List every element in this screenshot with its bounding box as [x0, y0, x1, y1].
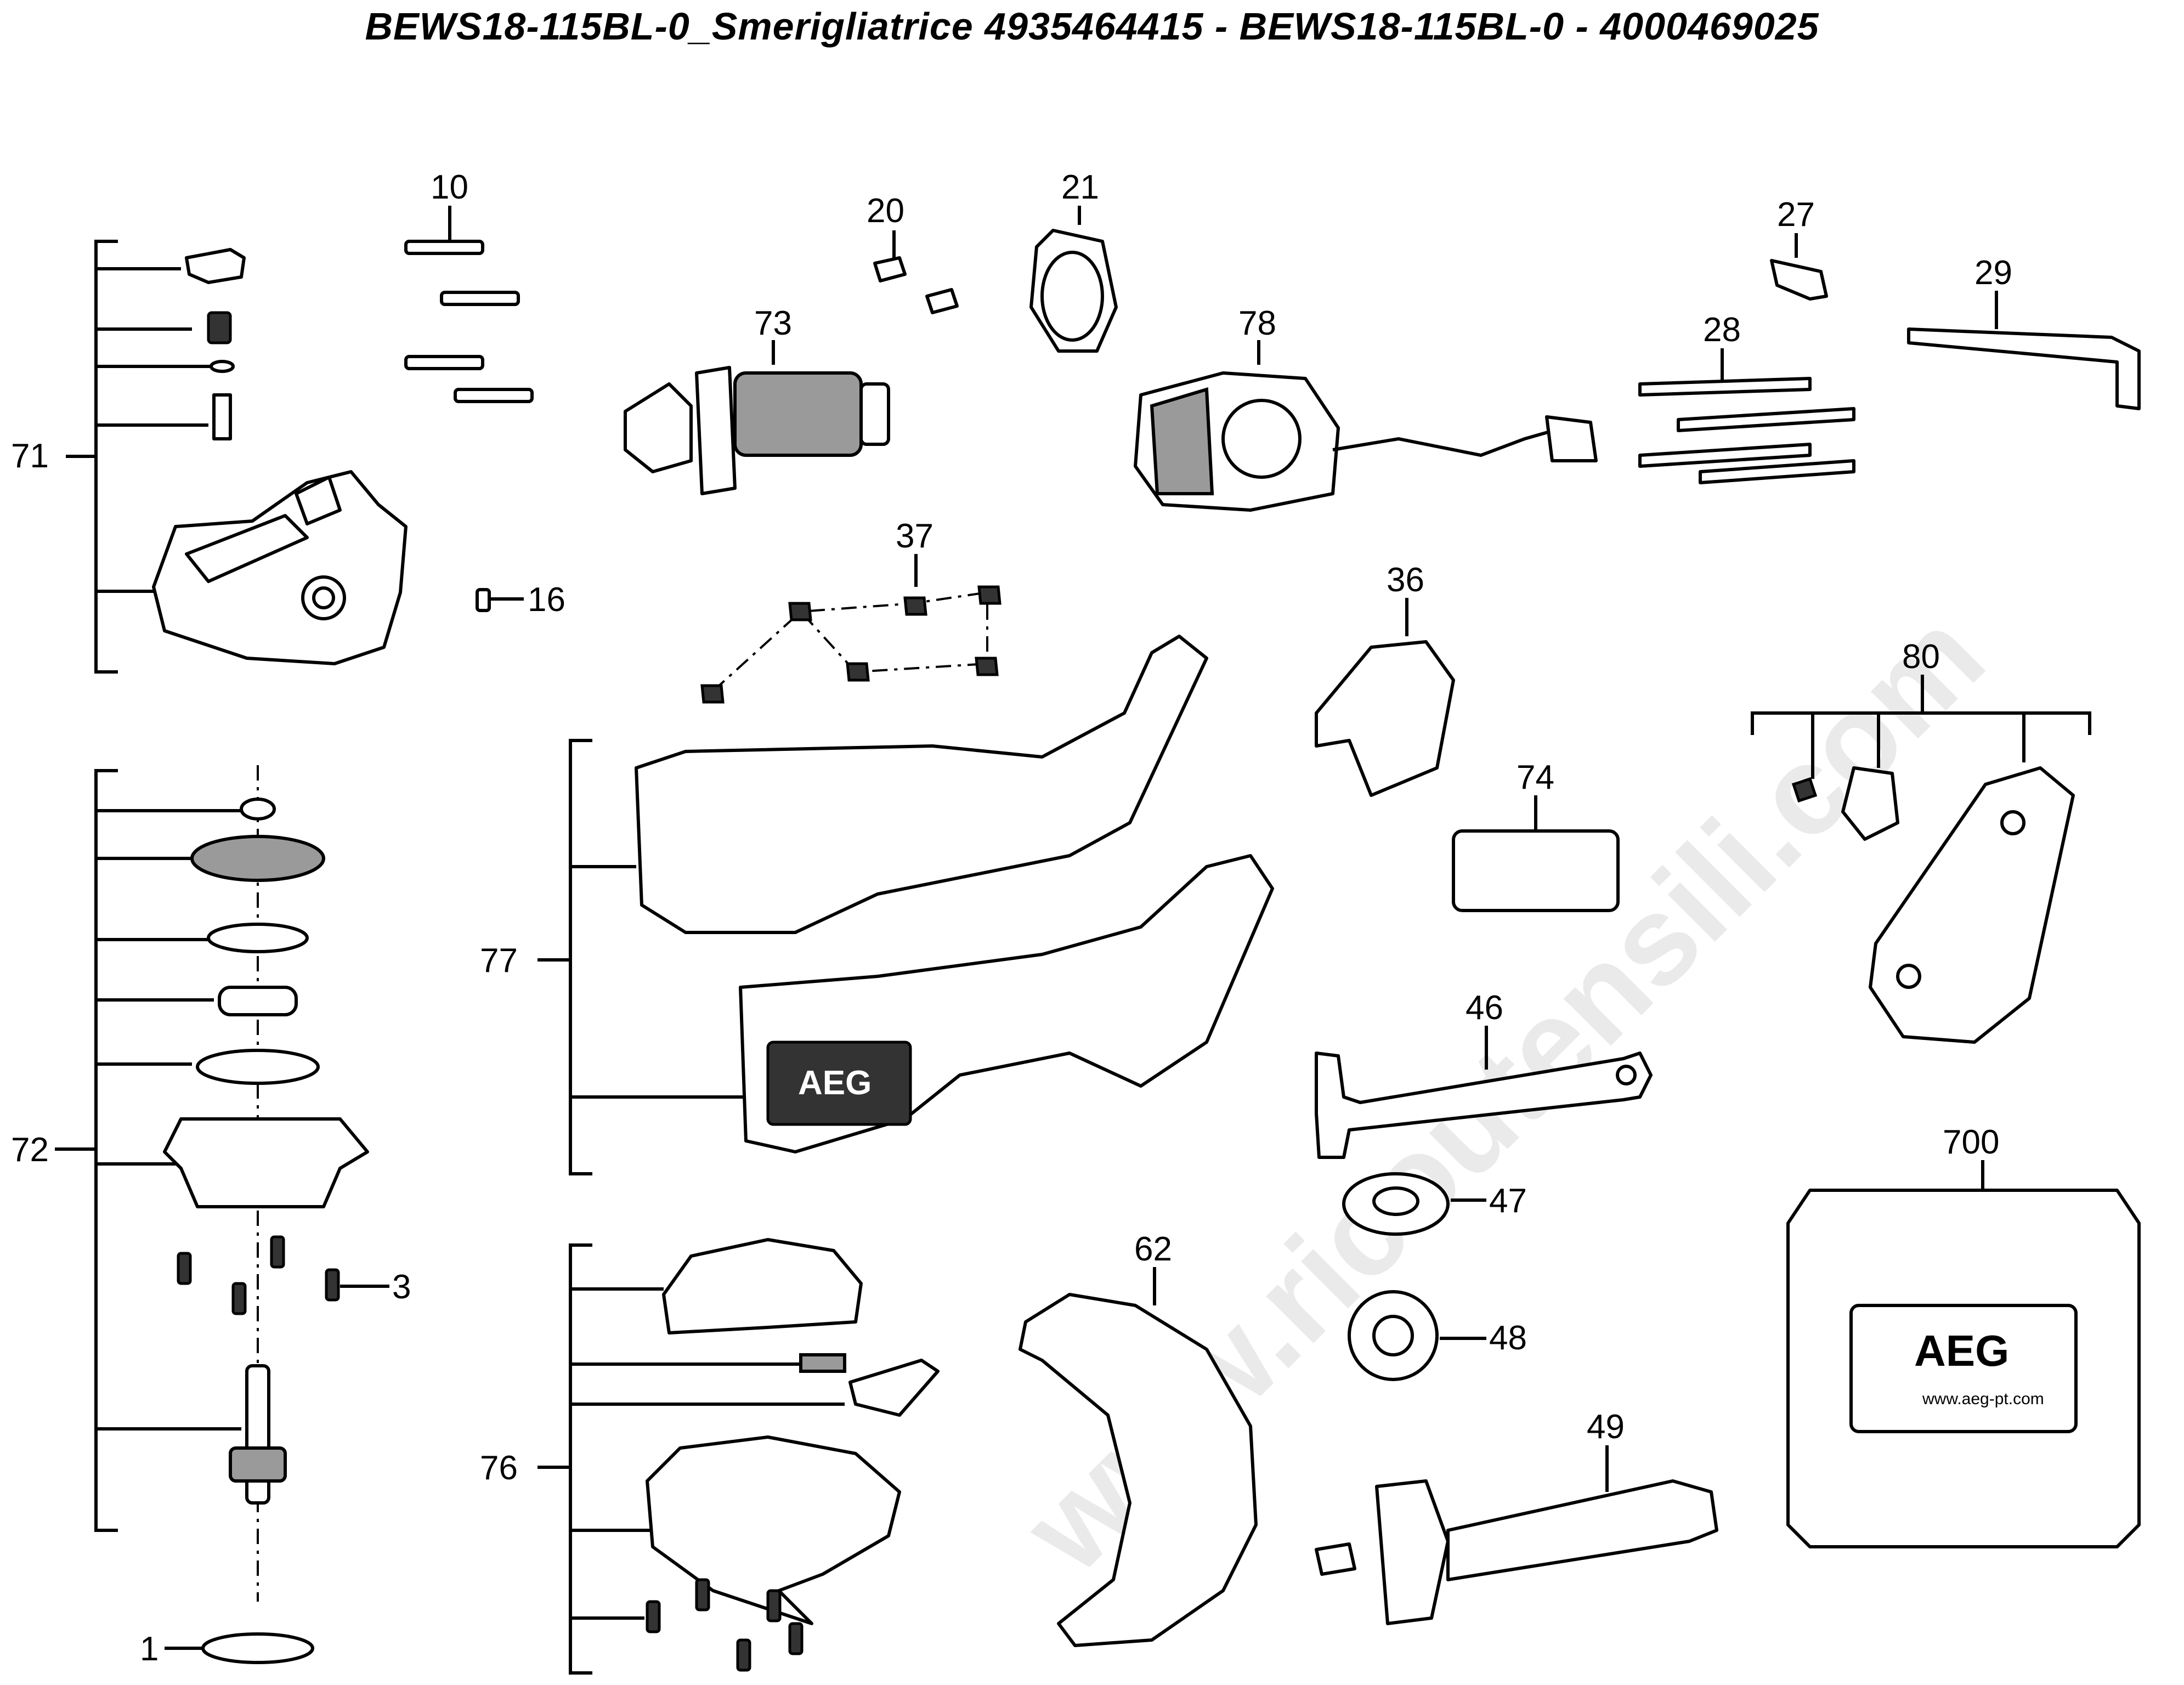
callout-80: 80	[1902, 638, 1940, 676]
part-37-screws	[700, 554, 1002, 704]
part-49-side-handle	[1315, 1445, 1718, 1625]
callout-71: 71	[11, 437, 49, 475]
callout-10: 10	[431, 168, 468, 206]
callout-48: 48	[1489, 1319, 1527, 1357]
part-46-spanner	[1315, 1026, 1653, 1159]
callout-72: 72	[11, 1131, 49, 1169]
callout-3: 3	[392, 1268, 411, 1306]
part-47-flange	[1342, 1172, 1486, 1236]
part-group-71	[66, 240, 408, 674]
callout-47: 47	[1489, 1182, 1527, 1220]
callout-74: 74	[1517, 759, 1554, 796]
part-10-screws	[404, 206, 534, 403]
part-74-label	[1452, 795, 1620, 912]
callout-49: 49	[1587, 1408, 1625, 1446]
part-48-nut	[1348, 1290, 1486, 1381]
callout-28: 28	[1703, 311, 1741, 349]
callout-29: 29	[1974, 254, 2012, 292]
callout-37: 37	[896, 517, 933, 555]
part-group-72	[55, 765, 369, 1602]
part-1-oring	[165, 1632, 314, 1664]
callout-73: 73	[754, 304, 792, 342]
callout-46: 46	[1466, 989, 1503, 1027]
part-62-wheel-guard	[1019, 1267, 1258, 1647]
part-21-bearing-plate	[1029, 206, 1118, 353]
callout-36: 36	[1387, 561, 1424, 599]
callout-21: 21	[1061, 168, 1099, 206]
part-27-clip	[1770, 233, 1828, 301]
housing-aeg-logo: AEG	[798, 1064, 872, 1102]
part-29-bracket	[1907, 291, 2141, 410]
callout-1: 1	[140, 1630, 159, 1668]
callout-62: 62	[1134, 1230, 1172, 1268]
part-group-80	[1751, 675, 2091, 1044]
callout-27: 27	[1777, 196, 1815, 234]
part-16-pin	[476, 588, 524, 612]
part-28-long-screws	[1638, 348, 1855, 484]
callout-78: 78	[1238, 304, 1276, 342]
callout-76: 76	[480, 1449, 518, 1487]
part-78-motor	[1134, 340, 1598, 512]
callout-20: 20	[867, 192, 904, 230]
case-url: www.aeg-pt.com	[1922, 1390, 2044, 1408]
callout-700: 700	[1943, 1123, 1999, 1161]
case-aeg-logo: AEG	[1914, 1326, 2009, 1375]
part-20-screws	[873, 230, 959, 314]
callout-16: 16	[528, 581, 565, 619]
callout-77: 77	[480, 942, 518, 980]
part-group-76	[537, 1238, 940, 1675]
part-700-carry-case: AEG www.aeg-pt.com	[1786, 1160, 2141, 1548]
part-73-rotor	[624, 340, 890, 495]
diagram-title: BEWS18-115BL-0_Smerigliatrice 4935464415…	[365, 5, 1819, 48]
part-3-screws	[177, 1235, 389, 1315]
part-group-77: AEG	[537, 635, 1274, 1175]
part-36-cover	[1315, 598, 1455, 797]
